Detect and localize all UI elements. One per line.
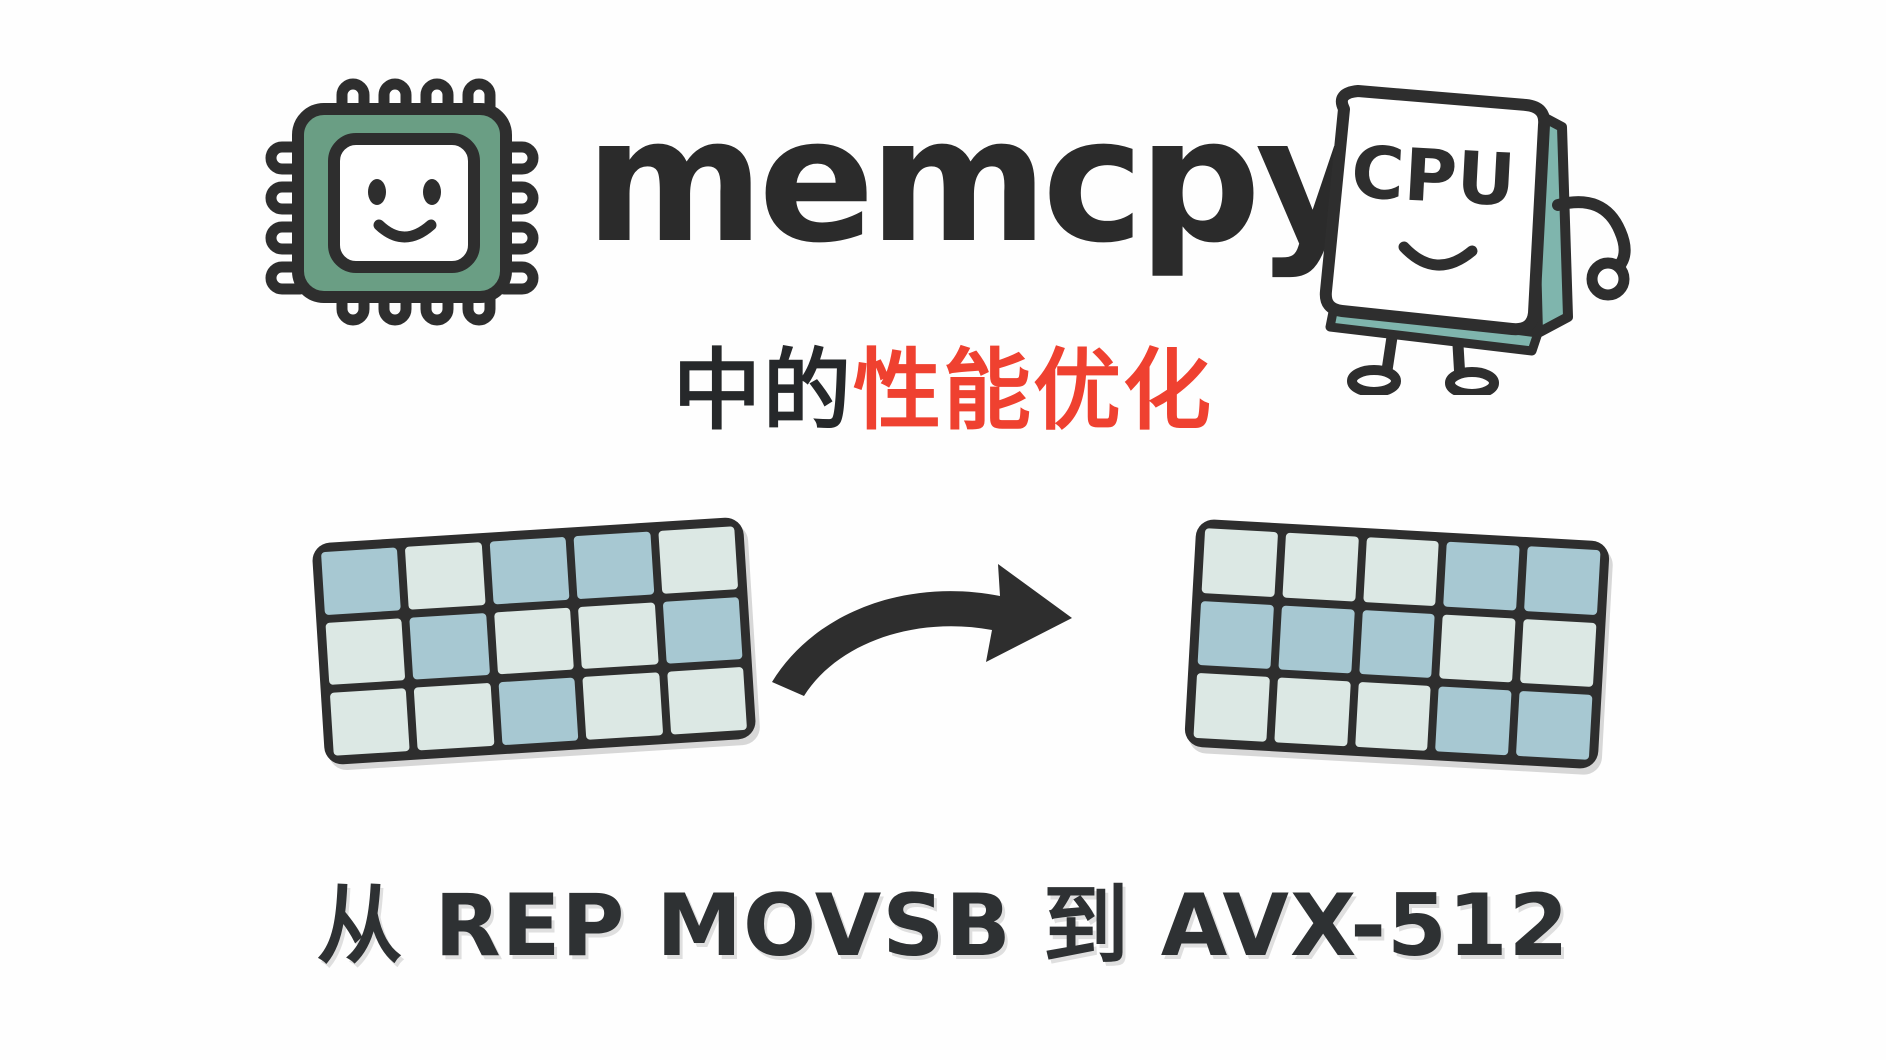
wordmark-memcpy: memcpy xyxy=(585,80,1367,281)
subtitle: 中的性能优化 xyxy=(0,344,1886,437)
memory-cell xyxy=(405,542,486,610)
memory-cell xyxy=(409,612,490,680)
header-row: memcpy CPU xyxy=(0,40,1886,399)
memory-cell xyxy=(1274,677,1351,747)
memory-cell xyxy=(1524,546,1601,615)
curved-arrow-right-icon xyxy=(760,550,1080,730)
memory-cell xyxy=(582,672,663,740)
memory-cell xyxy=(573,531,654,599)
memory-cell xyxy=(657,526,739,594)
memory-cell xyxy=(1193,673,1270,742)
cpu-label: CPU xyxy=(1349,130,1517,222)
memory-cell xyxy=(1362,537,1440,606)
memory-cell xyxy=(321,547,402,615)
memory-cell xyxy=(1435,686,1512,756)
destination-memory-block xyxy=(1183,518,1611,770)
memory-cell xyxy=(1520,618,1597,688)
bottom-title: 从 REP MOVSB 到 AVX-512 xyxy=(316,876,1570,976)
subtitle-segment-plain: 中的 xyxy=(672,339,853,442)
memory-cell xyxy=(578,602,659,670)
memory-copy-illustration xyxy=(0,516,1886,840)
cpu-chip-smiley-icon xyxy=(260,75,540,330)
memory-cell xyxy=(498,677,579,746)
memory-cell xyxy=(1278,605,1355,674)
subtitle-segment-accent: 性能优化 xyxy=(853,339,1214,442)
memory-cell xyxy=(414,683,495,751)
memory-cell xyxy=(1197,600,1274,670)
cpu-character-icon: CPU xyxy=(1300,65,1660,399)
memory-cell xyxy=(1439,614,1516,683)
memory-cell xyxy=(666,667,747,735)
memory-cell xyxy=(325,617,406,686)
memory-cell xyxy=(329,688,411,756)
memory-cell xyxy=(1354,682,1432,751)
memory-cell xyxy=(1282,532,1359,602)
memory-cell xyxy=(1443,541,1520,611)
memory-cell xyxy=(489,536,570,605)
memory-cell xyxy=(1358,609,1436,679)
memory-cell xyxy=(1201,528,1278,597)
memory-cell xyxy=(1516,691,1593,760)
source-memory-block xyxy=(311,516,757,766)
memory-cell xyxy=(662,596,743,665)
memory-cell xyxy=(493,607,575,675)
